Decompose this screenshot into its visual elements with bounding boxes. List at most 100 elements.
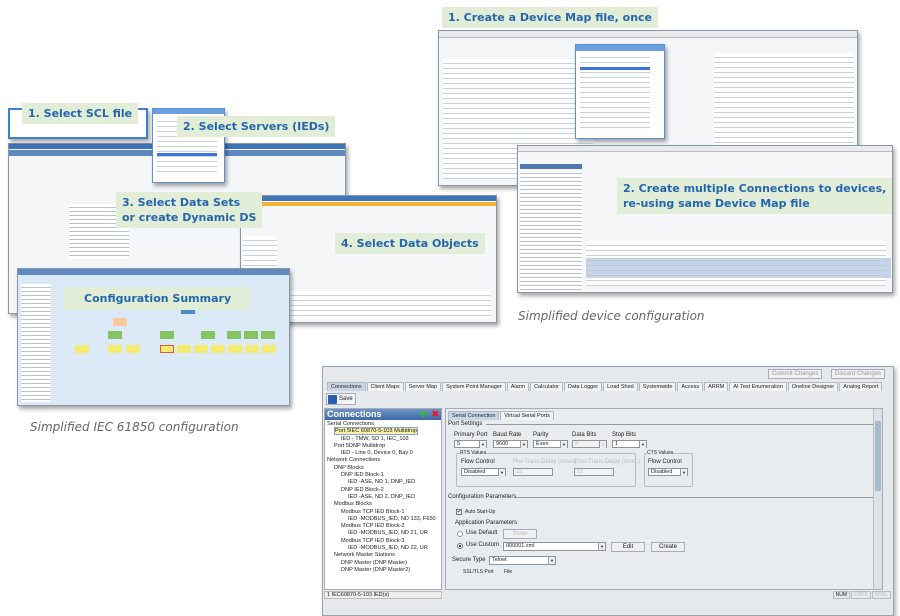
- edit-button[interactable]: Edit: [611, 542, 645, 552]
- create-button[interactable]: Create: [651, 542, 685, 552]
- tab-serial-connection[interactable]: Serial Connection: [448, 411, 500, 420]
- tab-system-point-manager[interactable]: System Point Manager: [442, 382, 506, 391]
- baud-rate-label: Baud Rate: [493, 432, 522, 438]
- tree-item[interactable]: DNP Master (DNP Master): [327, 560, 439, 567]
- tree-item-label: Modbus TCP IED Block-2: [341, 523, 405, 530]
- use-custom-radio[interactable]: [457, 543, 463, 549]
- tree-item[interactable]: Modbus Blocks: [327, 501, 439, 508]
- tree-item[interactable]: DNP IED Block-2: [327, 487, 439, 494]
- tree-item[interactable]: DNP Blocks: [327, 465, 439, 472]
- primary-port-value: 5: [457, 441, 461, 447]
- tree-item[interactable]: Modbus TCP IED Block-1: [327, 509, 439, 516]
- rts-flow-control-select[interactable]: Disabled▼: [461, 468, 506, 476]
- tab-alarm[interactable]: Alarm: [506, 382, 530, 391]
- pre-trans-delay-input[interactable]: 15: [513, 468, 553, 476]
- tree-item[interactable]: IED -MODBUS_IED, ND 133, F650: [327, 516, 439, 523]
- tree-item[interactable]: IED -MODBUS_IED, ND 22, UR: [327, 545, 439, 552]
- status-caps: CAPS: [851, 591, 871, 599]
- tree-item-label: IED -MODBUS_IED, ND 22, UR: [348, 545, 428, 552]
- tree-item[interactable]: DNP IED Block-1: [327, 472, 439, 479]
- tree-item-label: Modbus TCP IED Block-1: [341, 508, 405, 515]
- tab-connections[interactable]: Connections: [327, 382, 366, 391]
- tab-server-map[interactable]: Server Map: [404, 382, 442, 391]
- connections-screenshot: [517, 145, 893, 293]
- label-scl: 1. Select SCL file: [22, 103, 139, 124]
- tree-item[interactable]: Network Connections: [327, 457, 439, 464]
- status-bar-left: 1 IEC60870-5-103 IED(s): [324, 591, 442, 599]
- tree-item[interactable]: IED -ASE, ND 1, DNP_IED: [327, 479, 439, 486]
- tab-data-logger[interactable]: Data Logger: [563, 382, 603, 391]
- tree-item[interactable]: DNP Master (DNP Master2): [327, 567, 439, 574]
- tree-item[interactable]: Port 5DNP Multidrop: [327, 443, 439, 450]
- file-label: File: [504, 569, 513, 575]
- primary-port-select[interactable]: 5▼: [454, 440, 487, 448]
- parity-value: Even: [536, 441, 549, 447]
- parity-label: Parity: [533, 432, 549, 438]
- custom-file-select[interactable]: 000001.xml▼: [503, 542, 606, 551]
- tree-item-label: IED -ASE, ND 1, DNP_IED: [348, 479, 416, 486]
- vertical-scrollbar[interactable]: [873, 409, 882, 589]
- tree-item[interactable]: Modbus TCP IED Block-3: [327, 538, 439, 545]
- status-num: NUM: [832, 591, 851, 599]
- connection-details-pane: Serial Connection Virtual Serial Ports P…: [445, 408, 883, 590]
- tab-load-shed[interactable]: Load Shed: [603, 382, 638, 391]
- tree-item[interactable]: Modbus TCP IED Block-2: [327, 523, 439, 530]
- tab-analog-report[interactable]: Analog Report: [839, 382, 883, 391]
- tree-item[interactable]: Serial Connections: [327, 421, 439, 428]
- secure-type-select[interactable]: Telnet▼: [489, 556, 556, 565]
- tab-virtual-serial-ports[interactable]: Virtual Serial Ports: [500, 411, 554, 420]
- tab-access[interactable]: Access: [677, 382, 704, 391]
- show-button[interactable]: Show: [503, 529, 537, 539]
- tree-item-label: Serial Connections: [327, 421, 374, 427]
- tree-item-label: DNP IED Block-2: [341, 486, 384, 493]
- tab-arrm[interactable]: ARRM: [704, 382, 729, 391]
- stop-bits-select[interactable]: 1▼: [612, 440, 647, 448]
- secure-type-label: Secure Type: [452, 557, 486, 563]
- tab-calculator[interactable]: Calculator: [530, 382, 563, 391]
- save-icon: [328, 394, 337, 404]
- use-custom-label: Use Custom: [466, 542, 500, 548]
- discard-changes-button[interactable]: Discard Changes: [831, 369, 886, 379]
- tree-item-label: Port 5DNP Multidrop: [334, 442, 386, 449]
- custom-file-value: 000001.xml: [506, 543, 535, 549]
- commit-changes-button[interactable]: Commit Changes: [768, 369, 823, 379]
- label-datasets-line1: 3. Select Data Sets: [122, 196, 241, 209]
- tab-client-maps[interactable]: Client Maps: [366, 382, 404, 391]
- tab-systemwide[interactable]: Systemwide: [638, 382, 677, 391]
- ssl-tls-port-label: SSL/TLS Port: [463, 569, 494, 575]
- label-datasets-line2: or create Dynamic DS: [122, 211, 257, 224]
- tree-item[interactable]: IED - TMW, SD 1, IEC_103: [327, 436, 439, 443]
- parity-select[interactable]: Even▼: [533, 440, 568, 448]
- stop-bits-label: Stop Bits: [612, 432, 637, 438]
- secure-type-value: Telnet: [492, 557, 507, 563]
- use-default-label: Use Default: [466, 530, 498, 536]
- label-device-map: 1. Create a Device Map file, once: [442, 7, 659, 28]
- tree-item[interactable]: IED -ASE, ND 2, DNP_IED: [327, 494, 439, 501]
- tree-item[interactable]: Network Master Stations: [327, 552, 439, 559]
- baud-rate-select[interactable]: 9600▼: [493, 440, 528, 448]
- save-button[interactable]: Save: [326, 393, 356, 405]
- port-settings-heading: Port Settings: [448, 421, 483, 427]
- tab-ai-text-enumeration[interactable]: AI Text Enumeration: [729, 382, 787, 391]
- label-connections-line1: 2. Create multiple Connections to device…: [623, 182, 887, 195]
- use-default-radio[interactable]: [457, 531, 463, 537]
- main-app-window: Commit Changes Discard Changes Connectio…: [322, 366, 894, 616]
- data-bits-select[interactable]: 8▼: [572, 440, 607, 448]
- tree-item-label: Modbus TCP IED Block-3: [341, 537, 405, 544]
- cts-flow-control-select[interactable]: Disabled▼: [648, 468, 688, 476]
- auto-startup-checkbox[interactable]: ✔: [456, 509, 462, 515]
- data-bits-label: Data Bits: [572, 432, 597, 438]
- tree-item-label: IED -MODBUS_IED, ND 21, UR: [348, 530, 428, 537]
- tree-item[interactable]: Port 5IEC 60870-5-103 Multidrop: [327, 427, 439, 436]
- add-connection-icon[interactable]: ✚: [419, 409, 427, 419]
- label-connections-line2: re-using same Device Map file: [623, 197, 810, 210]
- post-trans-delay-input[interactable]: 15: [574, 468, 614, 476]
- tree-item[interactable]: IED -MODBUS_IED, ND 21, UR: [327, 530, 439, 537]
- tree-item-label: IED -MODBUS_IED, ND 133, F650: [348, 515, 436, 522]
- tree-item[interactable]: IED - Line 0, Device 0, Bay 0: [327, 450, 439, 457]
- tab-oneline-designer[interactable]: Oneline Designer: [787, 382, 839, 391]
- pre-trans-delay-label: Pre-Trans Delay (msec): [513, 459, 577, 465]
- delete-connection-icon[interactable]: ✖: [431, 409, 439, 419]
